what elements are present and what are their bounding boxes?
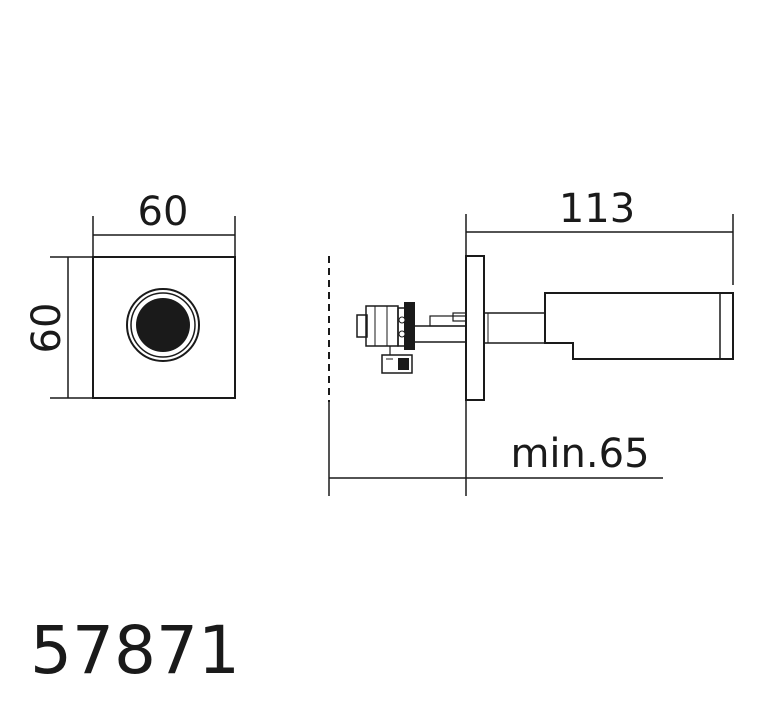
length-dimension: 113 <box>465 186 734 285</box>
connecting-tube <box>484 312 545 344</box>
cover-plate-side <box>465 255 485 401</box>
cover-plate-front <box>92 256 236 399</box>
height-label: 60 <box>24 303 70 354</box>
width-dimension: 60 <box>92 189 236 257</box>
side-view: 113 min.65 <box>328 186 734 496</box>
min-depth-label: min.65 <box>510 431 649 477</box>
front-view: 60 60 <box>24 189 236 399</box>
height-dimension: 60 <box>24 256 93 399</box>
min-depth-dimension: min.65 <box>328 400 663 496</box>
sensor-eye <box>126 288 200 362</box>
length-label: 113 <box>559 186 635 232</box>
product-code: 57871 <box>30 612 240 689</box>
width-label: 60 <box>138 189 189 235</box>
valve-mechanism <box>356 302 467 374</box>
spout-body <box>544 292 734 360</box>
